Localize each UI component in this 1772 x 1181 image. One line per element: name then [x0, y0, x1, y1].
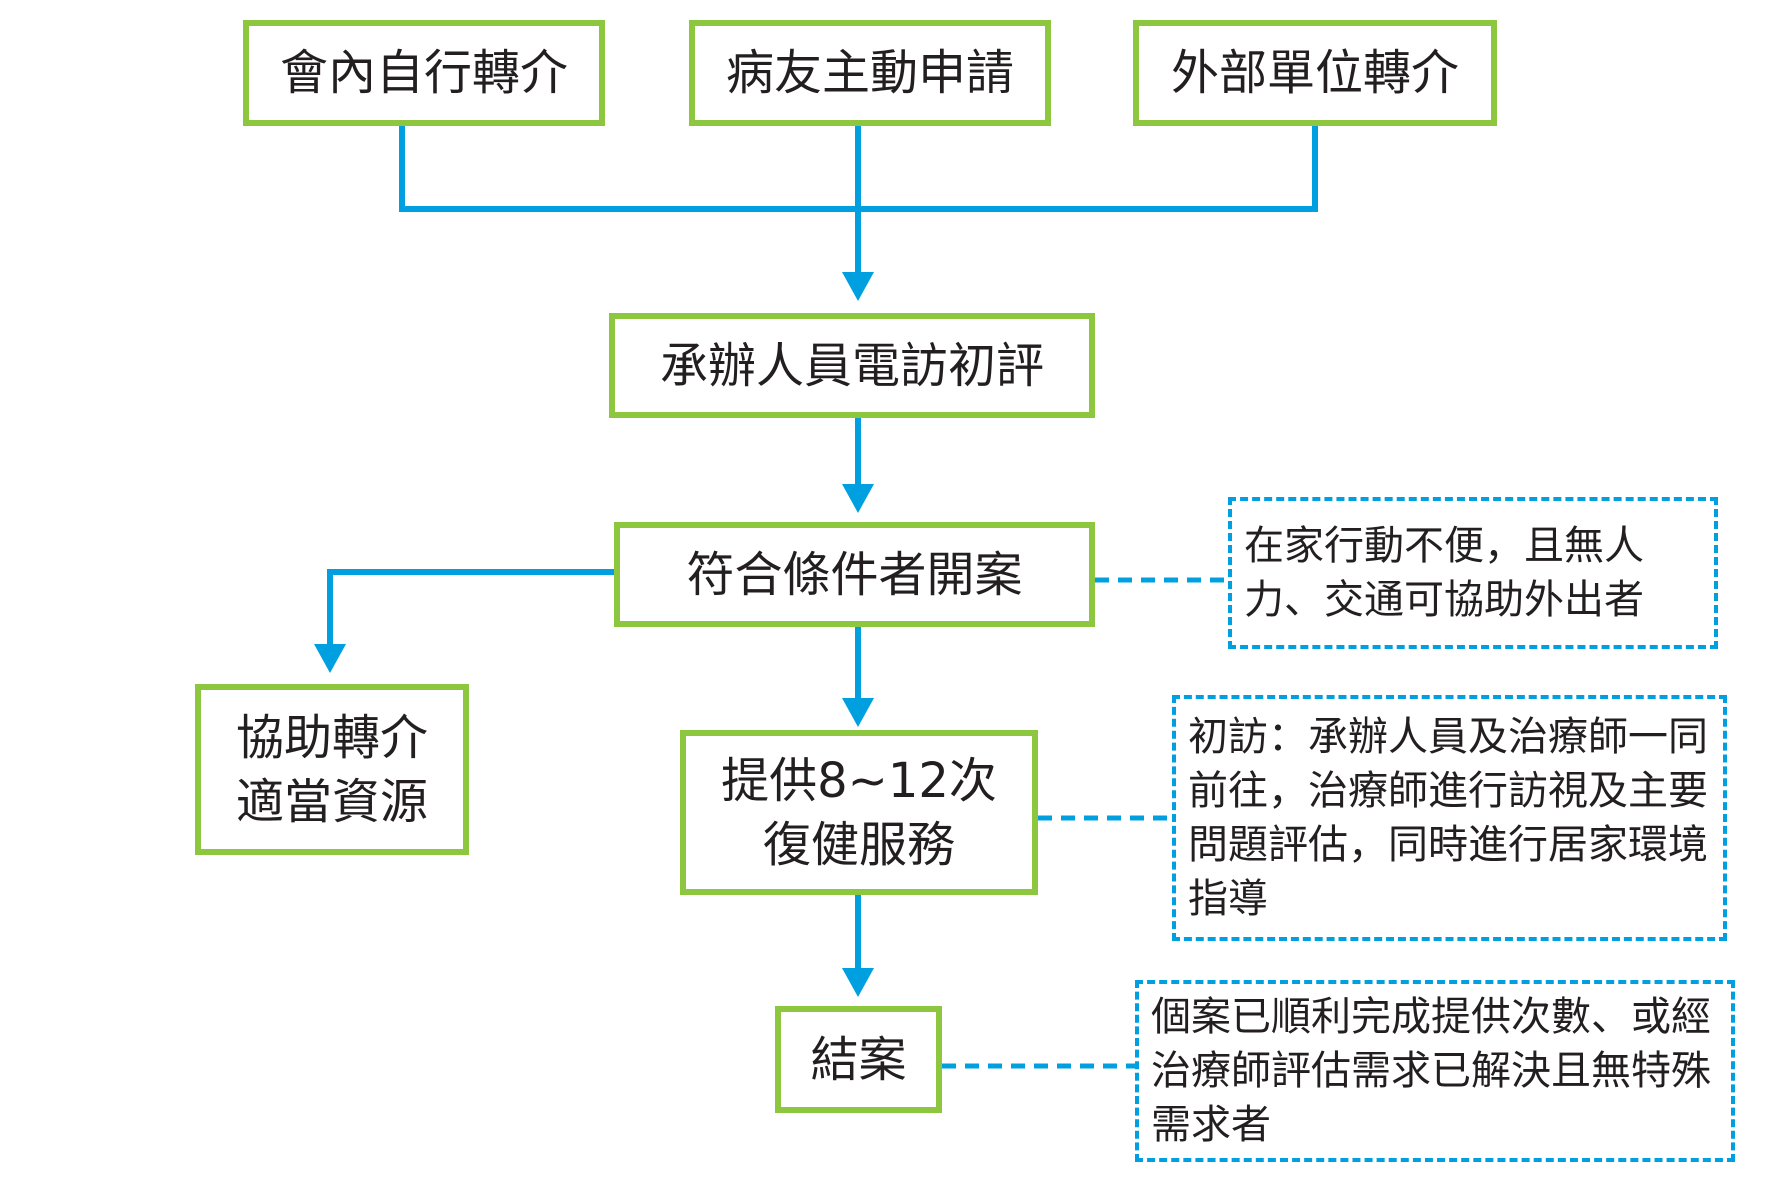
source-external-referral: 外部單位轉介	[1133, 20, 1497, 126]
source-patient-label: 病友主動申請	[725, 45, 1014, 101]
connector-open-to-referral	[327, 569, 614, 644]
note-first-visit-text: 初訪：承辦人員及治療師一同前往，治療師進行訪視及主要問題評估，同時進行居家環境指…	[1188, 714, 1708, 922]
step-close-case: 結案	[775, 1006, 942, 1113]
note-eligibility-text: 在家行動不便，且無人力、交通可協助外出者	[1244, 523, 1644, 623]
step-rehab-service-line1: 提供8~12次	[721, 752, 997, 809]
source-internal-referral: 會內自行轉介	[243, 20, 605, 126]
note-closing-text: 個案已順利完成提供次數、或經治療師評估需求已解決且無特殊需求者	[1151, 994, 1711, 1148]
note-closing: 個案已順利完成提供次數、或經治療師評估需求已解決且無特殊需求者	[1135, 980, 1735, 1162]
step-referral: 協助轉介 適當資源	[195, 684, 469, 855]
step-rehab-service: 提供8~12次 復健服務	[680, 730, 1038, 895]
note-first-visit: 初訪：承辦人員及治療師一同前往，治療師進行訪視及主要問題評估，同時進行居家環境指…	[1172, 695, 1727, 941]
source-patient-application: 病友主動申請	[689, 20, 1051, 126]
arrowhead-to-close	[842, 968, 874, 997]
arrowhead-to-open	[842, 484, 874, 513]
note-eligibility: 在家行動不便，且無人力、交通可協助外出者	[1228, 497, 1718, 649]
step-open-case-label: 符合條件者開案	[686, 546, 1023, 603]
source-internal-label: 會內自行轉介	[279, 45, 568, 101]
step-phone-evaluation-label: 承辦人員電訪初評	[659, 337, 1044, 394]
arrowhead-to-service	[842, 698, 874, 727]
step-rehab-service-line2: 復健服務	[762, 816, 955, 873]
step-referral-line1: 協助轉介	[235, 709, 428, 766]
step-referral-line2: 適當資源	[235, 773, 428, 830]
arrowhead-to-eval	[842, 272, 874, 301]
arrowhead-to-referral	[314, 644, 346, 673]
step-open-case: 符合條件者開案	[614, 522, 1095, 627]
step-close-case-label: 結案	[810, 1031, 907, 1088]
step-phone-evaluation: 承辦人員電訪初評	[609, 313, 1095, 418]
source-external-label: 外部單位轉介	[1170, 45, 1459, 101]
